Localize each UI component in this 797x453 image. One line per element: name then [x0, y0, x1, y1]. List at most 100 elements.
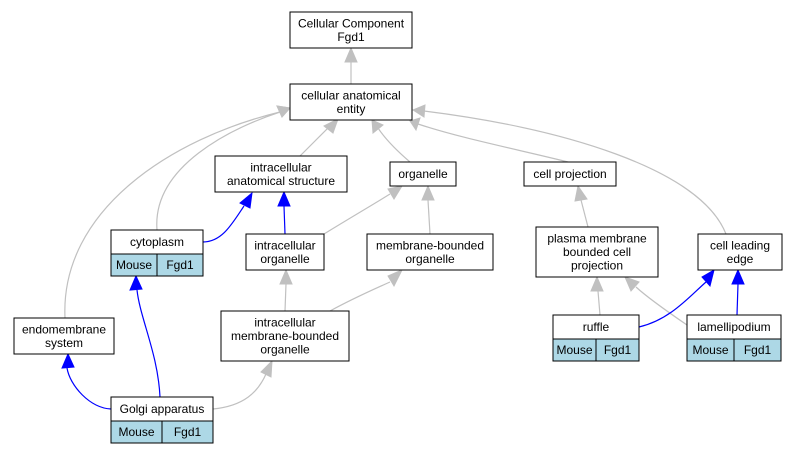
node-label-line: intracellular: [254, 238, 315, 252]
edge-arrowhead: [129, 274, 143, 291]
edge-arrowhead: [701, 268, 715, 288]
node-box: [389, 161, 457, 187]
edge-arrowhead: [323, 117, 339, 134]
node-box: [245, 233, 325, 271]
edges-layer: [61, 46, 745, 410]
edge-ruffle-to-pmbcp: [590, 275, 604, 316]
edge-line: [323, 193, 391, 235]
node-label-line: Fgd1: [337, 30, 365, 44]
edge-golgi-to-cytoplasm: [129, 274, 161, 398]
edge-arrowhead: [276, 105, 291, 118]
edge-arrowhead: [574, 184, 588, 202]
edge-organelle-to-cae: [371, 119, 411, 163]
edge-line: [597, 290, 601, 316]
node-box: [697, 233, 783, 271]
node-label-line: membrane-bounded: [231, 329, 339, 343]
edge-arrowhead: [344, 46, 358, 63]
edge-lamelli-to-cle: [731, 268, 745, 316]
edge-imbo-to-mbo: [329, 269, 404, 312]
annotation-species: Mouse: [556, 343, 592, 357]
edge-ruffle-to-cle: [638, 268, 715, 328]
edge-arrowhead: [421, 184, 435, 201]
edge-arrowhead: [411, 104, 426, 118]
node-box: [686, 314, 782, 340]
edge-line: [156, 111, 281, 231]
node-label-line: lamellipodium: [697, 320, 770, 334]
edge-arrowhead: [624, 276, 640, 292]
node-label-line: cytoplasm: [130, 235, 184, 249]
annotation-species: Mouse: [116, 258, 152, 272]
node-label-line: bounded cell: [563, 245, 631, 259]
node-label-line: anatomical structure: [227, 174, 335, 188]
edge-line: [423, 110, 727, 235]
node-label-line: ruffle: [583, 320, 610, 334]
edge-line: [638, 281, 707, 328]
node-label-line: Golgi apparatus: [120, 402, 205, 416]
annotation-species: Mouse: [692, 343, 728, 357]
edge-arrowhead: [731, 268, 745, 285]
node-box: [289, 83, 413, 121]
edge-arrowhead: [590, 275, 604, 292]
edge-arrowhead: [279, 268, 293, 285]
edge-arrowhead: [260, 359, 273, 378]
node-label-line: organelle: [260, 343, 310, 357]
node-label-line: Cellular Component: [298, 16, 405, 30]
edge-arrowhead: [387, 269, 404, 288]
annotation-cell: [156, 253, 204, 277]
node-label-line: organelle: [260, 252, 310, 266]
node-box: [289, 11, 413, 49]
node-label-line: projection: [571, 259, 623, 273]
edge-arrowhead: [61, 352, 75, 369]
edge-cellproj-to-cae: [409, 117, 569, 163]
edge-cae-to-root: [344, 46, 358, 84]
annotation-cell: [161, 420, 214, 444]
edge-intorg-to-ias: [277, 190, 291, 235]
edge-line: [427, 199, 431, 235]
node-box: [535, 226, 659, 278]
edge-line: [329, 281, 391, 312]
edge-golgi-to-endo: [61, 352, 112, 410]
node-label-line: cellular anatomical: [301, 88, 400, 102]
annotation-cell: [595, 338, 640, 362]
edge-arrowhead: [409, 117, 421, 132]
node-label-line: membrane-bounded: [376, 238, 484, 252]
edge-imbo-to-intorg: [279, 268, 293, 312]
edge-line: [299, 125, 331, 157]
edge-ias-to-cae: [299, 117, 339, 157]
edge-cytoplasm-to-ias: [202, 191, 253, 243]
node-label-line: plasma membrane: [547, 232, 647, 246]
node-label-line: cell projection: [533, 167, 606, 181]
edge-intorg-to-organelle: [323, 185, 404, 235]
edge-line: [417, 123, 569, 163]
edge-lamelli-to-pmbcp: [624, 276, 688, 326]
node-organelle[interactable]: organelle: [389, 161, 457, 187]
edge-line: [635, 286, 688, 326]
annotation-species: Mouse: [118, 425, 154, 439]
node-cellproj[interactable]: cell projection: [523, 161, 617, 187]
annotation-gene: Fgd1: [604, 343, 632, 357]
node-box: [366, 233, 494, 271]
node-box: [523, 161, 617, 187]
edge-line: [283, 205, 286, 235]
node-label-line: organelle: [398, 167, 448, 181]
edge-line: [202, 205, 245, 243]
annotation-gene: Fgd1: [166, 258, 194, 272]
edge-endo-to-cae: [64, 105, 291, 319]
edge-cle-to-cae: [411, 104, 727, 235]
annotation-cell: [733, 338, 782, 362]
annotation-gene: Fgd1: [174, 425, 202, 439]
node-label-line: system: [45, 336, 83, 350]
